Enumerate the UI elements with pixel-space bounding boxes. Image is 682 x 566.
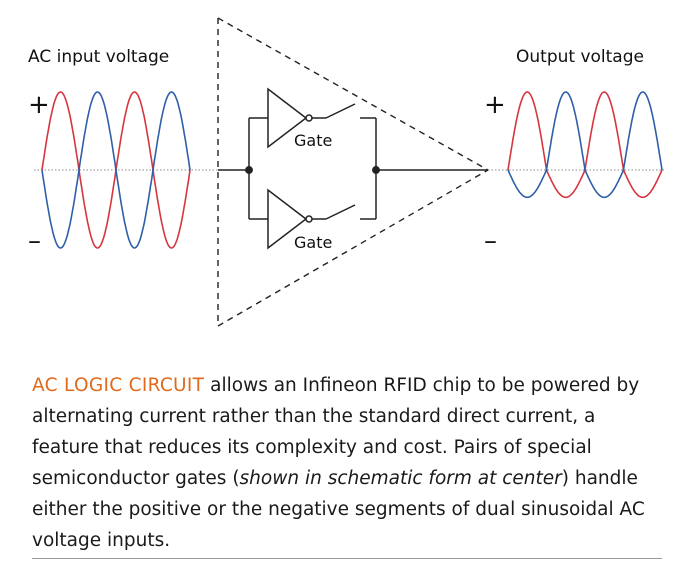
bottom-divider — [32, 558, 662, 559]
gate-circuit — [218, 87, 488, 250]
input-negative-wave — [41, 91, 191, 249]
diagram-svg — [34, 17, 664, 327]
gate-label-bottom: Gate — [294, 233, 333, 252]
output-voltage-label: Output voltage — [516, 47, 644, 67]
input-voltage-label: AC input voltage — [28, 47, 170, 67]
caption-text-part2: ) handle either the positive or the nega… — [32, 468, 645, 551]
caption-lead: AC LOGIC CIRCUIT — [32, 375, 205, 396]
output-negative-wave — [507, 91, 663, 199]
dashed-triangle — [217, 17, 489, 327]
input-minus-sign: – — [28, 226, 41, 256]
ac-logic-diagram: AC input voltage Output voltage + – + – … — [28, 17, 664, 327]
caption-emphasis: shown in schematic form at center — [239, 468, 562, 489]
circuit-nodes — [245, 114, 380, 223]
gate-label-top: Gate — [294, 131, 333, 150]
input-plus-sign: + — [28, 90, 50, 120]
output-plus-sign: + — [484, 90, 506, 120]
output-positive-wave — [507, 91, 663, 199]
figure-caption: AC LOGIC CIRCUIT allows an Infineon RFID… — [32, 370, 662, 556]
output-minus-sign: – — [484, 226, 497, 256]
caption-text-part1: allows an Infineon RFID chip to be power… — [32, 375, 640, 489]
